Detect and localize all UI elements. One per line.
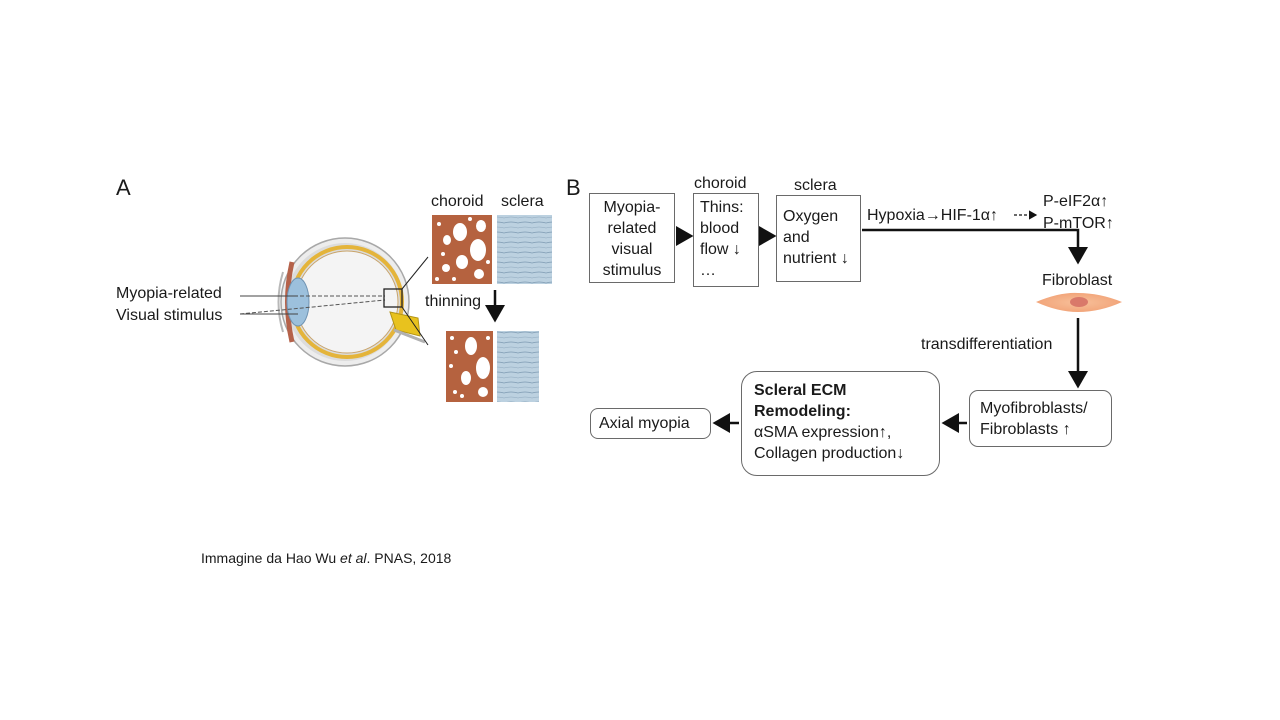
sclera-tissue-normal xyxy=(497,215,552,284)
caption-suffix: . PNAS, 2018 xyxy=(366,550,452,566)
ecm-remodeling-box: Scleral ECM Remodeling: αSMA expression↑… xyxy=(741,371,940,476)
caption-et-al: et al xyxy=(340,550,367,566)
sclera-box-line-2: and xyxy=(783,229,810,246)
p-eif2a-text: P-eIF2α↑ xyxy=(1043,193,1109,210)
stimulus-box: Myopia- related visual stimulus xyxy=(589,193,675,283)
choroid-box-line-4: … xyxy=(700,262,716,279)
panel-b-letter: B xyxy=(566,175,581,200)
myofibroblast-box: Myofibroblasts/ Fibroblasts ↑ xyxy=(969,390,1112,447)
choroid-box: Thins: blood flow ↓ … xyxy=(693,193,759,287)
eye-diagram xyxy=(239,237,429,367)
choroid-box-line-1: Thins: xyxy=(700,199,744,216)
ecm-box-line-4: Collagen production↓ xyxy=(754,445,905,462)
transdifferentiation-label: transdifferentiation xyxy=(921,336,1053,353)
sclera-label: sclera xyxy=(501,193,544,210)
sclera-tissue-thinned xyxy=(497,331,539,402)
choroid-box-line-2: blood xyxy=(700,220,740,237)
axial-myopia-box: Axial myopia xyxy=(590,408,711,439)
myofibroblast-box-line-2: Fibroblasts ↑ xyxy=(980,421,1071,438)
fibroblast-label: Fibroblast xyxy=(1042,272,1113,289)
myofibroblast-box-line-1: Myofibroblasts/ xyxy=(980,400,1088,417)
sclera-header: sclera xyxy=(794,177,837,194)
ecm-box-title-1: Scleral ECM xyxy=(754,382,847,399)
choroid-tissue-thinned xyxy=(446,331,493,402)
ecm-box-title-2: Remodeling: xyxy=(754,403,851,420)
hypoxia-text: Hypoxia→HIF-1α↑ xyxy=(867,207,999,224)
caption-prefix: Immagine da Hao Wu xyxy=(201,550,341,566)
axial-myopia-text: Axial myopia xyxy=(599,415,690,432)
sclera-box: Oxygen and nutrient ↓ xyxy=(776,195,861,282)
ecm-box-line-3: αSMA expression↑, xyxy=(754,424,892,441)
choroid-tissue-normal xyxy=(432,215,492,284)
choroid-header: choroid xyxy=(694,175,747,192)
thinning-label: thinning xyxy=(425,293,482,310)
choroid-label: choroid xyxy=(431,193,484,210)
stimulus-box-line-4: stimulus xyxy=(602,262,662,279)
stimulus-box-line-2: related xyxy=(607,220,657,237)
panel-a-letter: A xyxy=(116,175,131,200)
choroid-box-line-3: flow ↓ xyxy=(700,241,741,258)
stimulus-label-line-1: Myopia-related xyxy=(116,285,222,302)
sclera-box-line-1: Oxygen xyxy=(783,208,839,225)
sclera-box-line-3: nutrient ↓ xyxy=(783,250,849,267)
stimulus-box-line-3: visual xyxy=(611,241,653,258)
stimulus-label-line-2: Visual stimulus xyxy=(116,307,223,324)
image-caption: Immagine da Hao Wu et al. PNAS, 2018 xyxy=(201,550,451,566)
stimulus-box-line-1: Myopia- xyxy=(603,199,661,216)
p-mtor-text: P-mTOR↑ xyxy=(1043,215,1114,232)
